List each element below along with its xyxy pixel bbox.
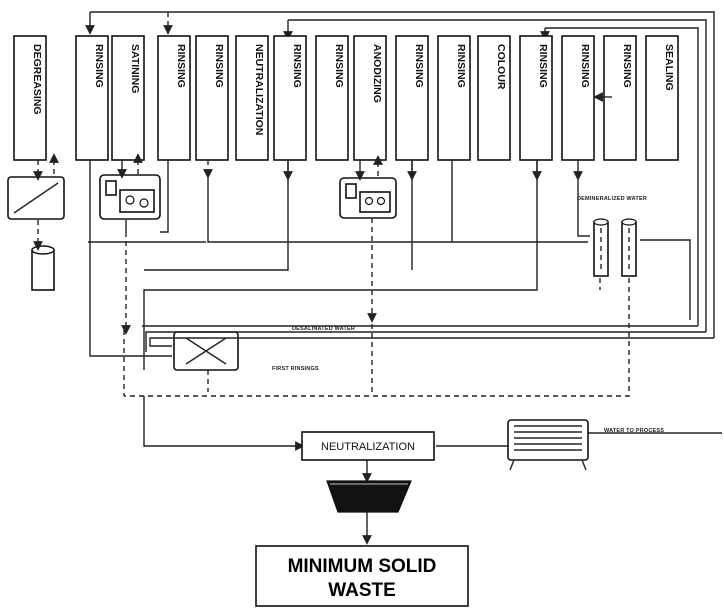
tank-label: RINSING — [621, 44, 633, 88]
tank-label: RINSING — [175, 44, 187, 88]
top-piping — [85, 11, 715, 338]
tank-rinsing-10: RINSING — [395, 35, 429, 161]
water-to-process-label: WATER TO PROCESS — [604, 428, 664, 434]
tank-label: SEALING — [663, 44, 675, 91]
tank-label: ANODIZING — [371, 44, 383, 103]
tank-rinsing-15: RINSING — [603, 35, 637, 161]
neutralization-unit: NEUTRALIZATION — [301, 431, 435, 461]
tank-anodizing-9: ANODIZING — [353, 35, 387, 161]
tank-neutralization-6: NEUTRALIZATION — [235, 35, 269, 161]
tank-label: RINSING — [537, 44, 549, 88]
tank-label: NEUTRALIZATION — [253, 44, 265, 135]
tank-rinsing-5: RINSING — [195, 35, 229, 161]
demineralized-water-label: DEMINERALIZED WATER — [577, 196, 647, 202]
tank-label: RINSING — [213, 44, 225, 88]
recovery-unit-icon — [99, 174, 161, 220]
tank-label: SATINING — [129, 44, 141, 93]
first-rinsings-label: FIRST RINSINGS — [272, 366, 319, 372]
flow-lines — [33, 92, 722, 545]
tank-rinsing-2: RINSING — [75, 35, 109, 161]
minimum-solid-waste-box: MINIMUM SOLID WASTE — [255, 545, 469, 607]
tank-rinsing-8: RINSING — [315, 35, 349, 161]
tank-satining-3: SATINING — [111, 35, 145, 161]
tank-label: RINSING — [291, 44, 303, 88]
anodizing-recovery-unit-icon — [339, 177, 397, 219]
tank-colour-12: COLOUR — [477, 35, 511, 161]
final-waste-line2: WASTE — [328, 580, 396, 601]
filter-press-icon — [326, 480, 412, 513]
tank-sealing-16: SEALING — [645, 35, 679, 161]
tank-label: RINSING — [413, 44, 425, 88]
tank-rinsing-13: RINSING — [519, 35, 553, 161]
neutralization-label: NEUTRALIZATION — [321, 441, 415, 453]
tank-degreasing-1: DEGREASING — [13, 35, 47, 161]
drum-icon — [31, 245, 55, 291]
tank-label: RINSING — [579, 44, 591, 88]
tank-label: DEGREASING — [31, 44, 43, 115]
tank-label: RINSING — [333, 44, 345, 88]
tank-label: COLOUR — [495, 44, 507, 90]
cooler-icon — [507, 419, 589, 471]
final-waste-line1: MINIMUM SOLID — [288, 556, 437, 577]
tank-label: RINSING — [93, 44, 105, 88]
process-tanks: DEGREASING RINSING SATINING RINSING RINSING N… — [13, 35, 679, 161]
tank-rinsing-7: RINSING — [273, 35, 307, 161]
desalinated-water-label: DESALINATED WATER — [292, 326, 355, 332]
oil-separator-icon — [7, 176, 65, 220]
tank-label: RINSING — [455, 44, 467, 88]
ion-exchange-column-icon — [593, 218, 637, 277]
tank-rinsing-4: RINSING — [157, 35, 191, 161]
tank-rinsing-11: RINSING — [437, 35, 471, 161]
tank-rinsing-14: RINSING — [561, 35, 595, 161]
